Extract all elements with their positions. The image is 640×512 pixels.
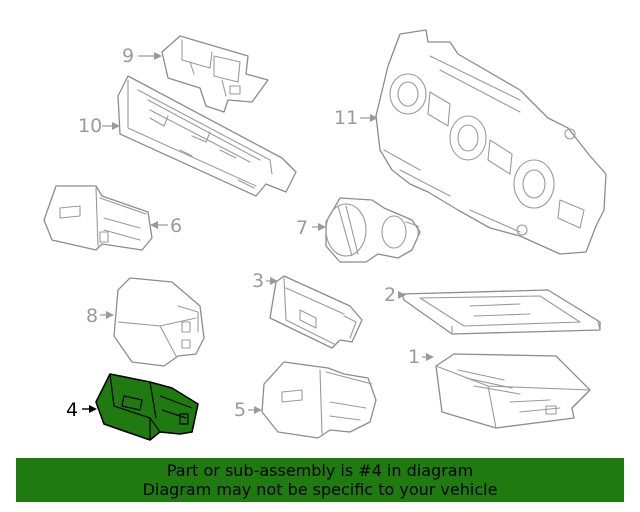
part-4-highlighted-switch[interactable] xyxy=(95,373,199,441)
callout-4: 4 xyxy=(66,399,78,421)
part-8-rounded-switch[interactable] xyxy=(113,277,205,367)
callout-5: 5 xyxy=(234,399,246,421)
part-2-tray[interactable] xyxy=(401,289,601,335)
callout-6: 6 xyxy=(170,215,182,237)
callout-2: 2 xyxy=(384,284,396,306)
part-10-switch-panel[interactable] xyxy=(117,75,297,197)
part-3-rectangular-switch[interactable] xyxy=(269,275,363,349)
part-5-push-switch[interactable] xyxy=(261,361,377,439)
callout-8: 8 xyxy=(86,305,98,327)
callout-11: 11 xyxy=(334,107,358,129)
callout-3: 3 xyxy=(252,270,264,292)
callout-1: 1 xyxy=(408,346,420,368)
part-1-box-unit[interactable] xyxy=(435,353,591,429)
part-6-push-switch[interactable] xyxy=(43,185,153,251)
callout-10: 10 xyxy=(78,115,102,137)
callout-7: 7 xyxy=(296,217,308,239)
banner-line-2: Diagram may not be specific to your vehi… xyxy=(142,480,498,499)
part-11-climate-control-module[interactable] xyxy=(375,29,607,255)
parts-diagram: 9 10 11 6 xyxy=(43,29,607,441)
callout-9: 9 xyxy=(122,45,134,67)
banner-line-1: Part or sub-assembly is #4 in diagram xyxy=(166,461,474,480)
part-9-switch-bracket[interactable] xyxy=(161,35,269,113)
part-7-rotary-switch[interactable] xyxy=(325,197,421,263)
part-info-banner: Part or sub-assembly is #4 in diagram Di… xyxy=(16,458,624,502)
